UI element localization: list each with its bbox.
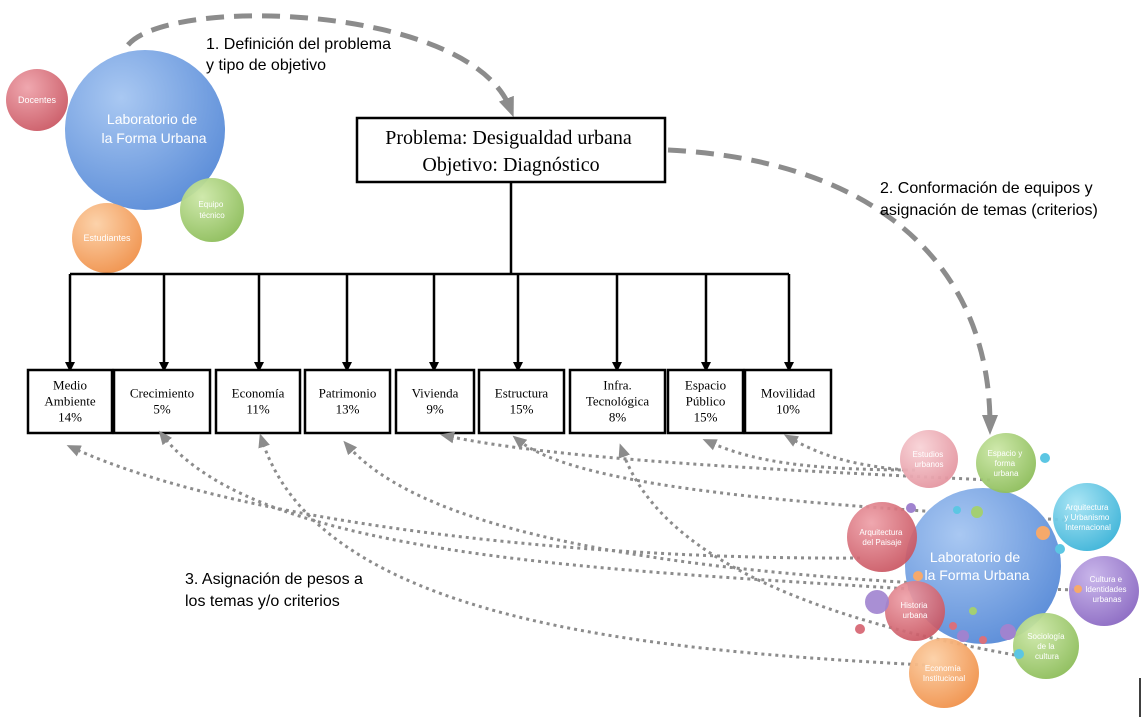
- espacio-forma-bubble: [976, 433, 1036, 493]
- small-bubble: [957, 630, 969, 642]
- equipo-tecnico-label: Equipo técnico: [198, 200, 225, 220]
- arquitectura-paisaje-bubble: [847, 502, 917, 572]
- lab-top-cluster: Laboratorio de la Forma Urbana Docentes …: [6, 50, 244, 273]
- small-bubble: [855, 624, 865, 634]
- small-bubble: [979, 636, 987, 644]
- espacio-forma-label: Espacio y forma urbana: [988, 449, 1025, 478]
- arrow-estructura: [512, 435, 1066, 522]
- estudiantes-bubble: [72, 203, 142, 273]
- small-bubble: [949, 622, 957, 630]
- step2-arrow: [667, 147, 998, 435]
- small-bubble: [1074, 585, 1082, 593]
- small-bubble: [906, 503, 916, 513]
- cultura-bubble: [1069, 556, 1139, 626]
- lab-bottom-cluster: Laboratorio de la Forma Urbana Estudios …: [847, 430, 1139, 708]
- docentes-bubble: [6, 69, 68, 131]
- lab-top-title: Laboratorio de la Forma Urbana: [101, 111, 206, 146]
- small-bubble: [913, 571, 923, 581]
- arrow-economia: [258, 433, 926, 667]
- tree-connectors: [70, 182, 789, 276]
- historia-bubble: [885, 581, 945, 641]
- problem-text: Problema: Desigualdad urbana Objetivo: D…: [385, 127, 637, 176]
- sociologia-label: Sociología de la cultura: [1027, 632, 1067, 661]
- docentes-label: Docentes: [18, 95, 57, 105]
- arquitectura-urbanismo-bubble: [1053, 483, 1121, 551]
- economia-institucional-bubble: [909, 638, 979, 708]
- sociologia-bubble: [1013, 613, 1079, 679]
- arrow-espacio-publico: [702, 439, 916, 472]
- step2-label: 2. Conformación de equipos y asignación …: [880, 180, 1098, 219]
- historia-label: Historia urbana: [900, 601, 929, 620]
- small-bubble: [1040, 453, 1050, 463]
- small-bubble: [953, 506, 961, 514]
- arrow-vivienda: [440, 431, 991, 482]
- arrow-medio-ambiente: [66, 445, 861, 560]
- lab-top-main-bubble: [65, 50, 225, 210]
- estudiantes-label: Estudiantes: [83, 233, 131, 243]
- small-bubble: [1036, 526, 1050, 540]
- small-bubble: [1000, 624, 1016, 640]
- step1-label: 1. Definición del problema y tipo de obj…: [206, 36, 395, 74]
- arquitectura-urbanismo-label: Arquitectura y Urbanismo Internacional: [1064, 503, 1111, 532]
- arrow-crecimiento: [158, 430, 926, 592]
- step1-arrow: [126, 13, 514, 118]
- small-bubble: [865, 590, 889, 614]
- small-bubble: [1055, 544, 1065, 554]
- estudios-urbanos-bubble: [900, 430, 958, 488]
- cultura-label: Cultura e Identidades urbanas: [1085, 575, 1129, 604]
- estudios-urbanos-label: Estudios urbanos: [913, 450, 946, 469]
- small-bubble: [971, 506, 983, 518]
- step3-label: 3. Asignación de pesos a los temas y/o c…: [185, 571, 367, 610]
- lab-bottom-title: Laboratorio de la Forma Urbana: [924, 549, 1029, 583]
- small-bubble: [1014, 649, 1024, 659]
- equipo-tecnico-bubble: [180, 178, 244, 242]
- small-bubble: [969, 607, 977, 615]
- economia-institucional-label: Economía Institucional: [923, 664, 965, 683]
- problem-box: [355, 116, 667, 184]
- arquitectura-paisaje-label: Arquitectura del Paisaje: [859, 528, 904, 547]
